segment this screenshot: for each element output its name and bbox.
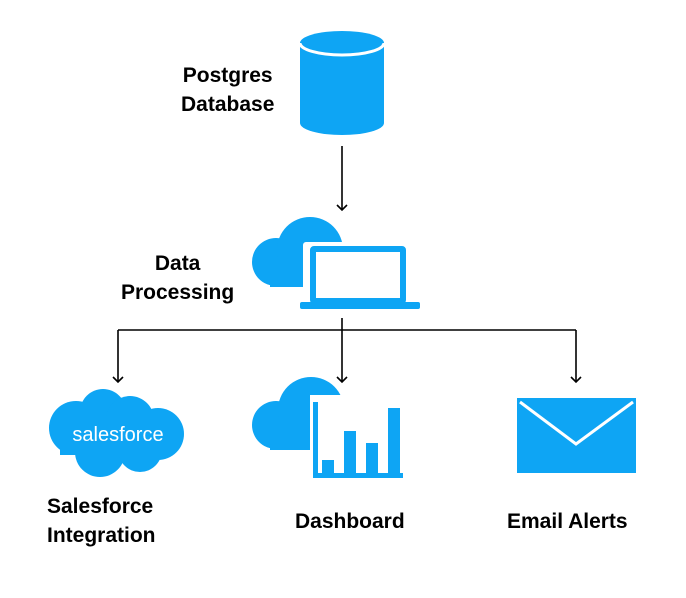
- envelope-icon: [517, 398, 636, 473]
- dashboard-label: Dashboard: [295, 507, 405, 536]
- dashboard-bar-1: [322, 460, 334, 473]
- database-cylinder-icon: [298, 31, 386, 135]
- cloud-laptop-icon: [252, 217, 420, 309]
- email-label-line-1: Email Alerts: [507, 510, 628, 533]
- dashboard-bars: [322, 408, 400, 473]
- salesforce-label: Salesforce Integration: [47, 492, 156, 550]
- processing-label-line-1: Data: [154, 252, 201, 275]
- processing-label-line-2: Processing: [121, 281, 235, 304]
- dashboard-bar-2: [344, 431, 356, 473]
- connectors: [112, 146, 582, 384]
- cloud-bar-chart-icon: [252, 377, 406, 481]
- postgres-label: Postgres Database: [181, 61, 274, 119]
- salesforce-label-line-2: Integration: [47, 524, 156, 547]
- salesforce-label-line-1: Salesforce: [47, 495, 154, 518]
- dashboard-label-line-1: Dashboard: [295, 510, 405, 533]
- dashboard-bar-3: [366, 443, 378, 473]
- processing-label: Data Processing: [121, 249, 234, 307]
- postgres-label-line-1: Postgres: [182, 64, 273, 87]
- dashboard-bar-4: [388, 408, 400, 473]
- salesforce-cloud-icon: salesforce: [49, 389, 184, 477]
- email-label: Email Alerts: [507, 507, 628, 536]
- salesforce-logo-text: salesforce: [72, 424, 163, 446]
- postgres-label-line-2: Database: [181, 93, 275, 116]
